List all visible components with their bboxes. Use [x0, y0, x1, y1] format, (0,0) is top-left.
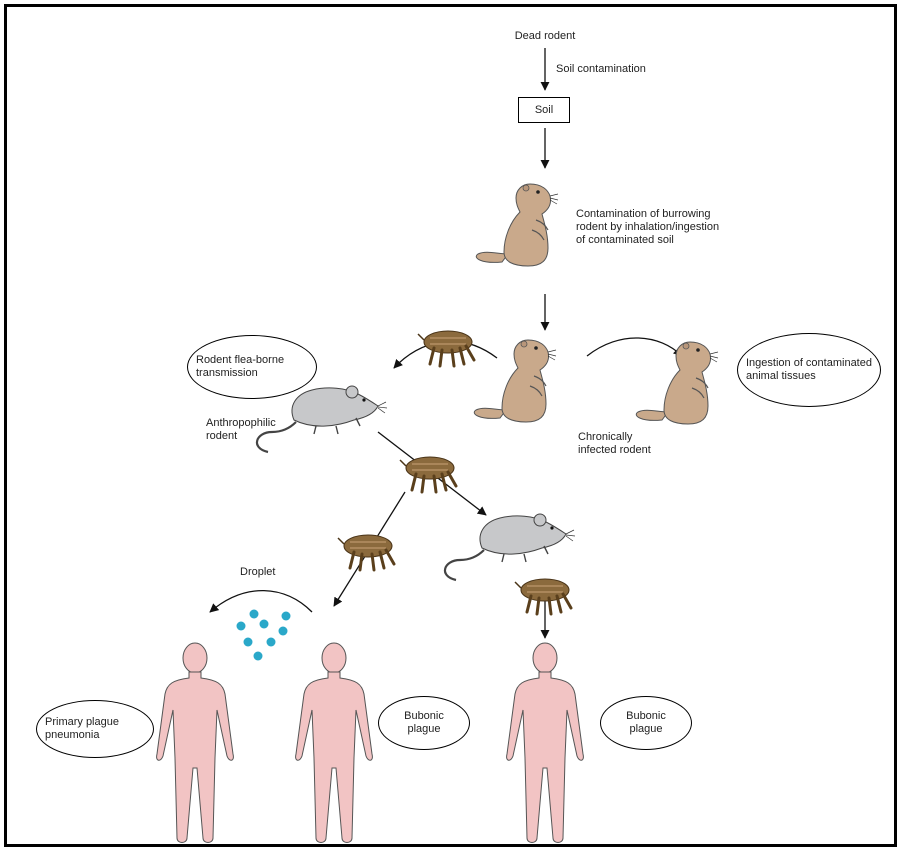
label-droplet: Droplet — [240, 566, 276, 578]
label-anthropophilic-rodent: Anthropophilic rodent — [206, 417, 276, 442]
label-rodent-flea-borne: Rodent flea-borne transmission — [196, 354, 285, 379]
label-primary-pneumonia: Primary plague pneumonia — [45, 716, 119, 741]
soil-box: Soil — [518, 97, 570, 123]
oval-bubonic-2: Bubonic plague — [600, 696, 692, 750]
flea-icon-4 — [513, 577, 573, 616]
arrow-to-ingestion — [586, 337, 683, 357]
droplet-icon — [253, 651, 263, 661]
ingesting-rodent-icon — [635, 341, 719, 425]
flea-icon-1 — [416, 329, 476, 368]
droplet-icon-group — [236, 609, 291, 661]
second-rat-icon — [443, 512, 577, 582]
human-icon-bubonic-1 — [295, 642, 373, 843]
oval-primary-pneumonia: Primary plague pneumonia — [36, 700, 154, 758]
label-bubonic-1: Bubonic plague — [404, 710, 444, 735]
label-burrowing-contamination: Contamination of burrowing rodent by inh… — [576, 208, 720, 246]
human-icon-bubonic-2 — [506, 642, 584, 843]
droplet-icon — [266, 637, 276, 647]
droplet-icon — [249, 609, 259, 619]
figure-frame — [4, 4, 897, 847]
label-soil-contamination: Soil contamination — [556, 63, 646, 75]
label-bubonic-2: Bubonic plague — [626, 710, 666, 735]
label-chronically-infected: Chronically infected rodent — [578, 431, 651, 456]
flea-icon-2 — [398, 455, 458, 494]
flea-icon-3 — [336, 533, 396, 572]
droplet-icon — [236, 621, 246, 631]
droplet-icon — [243, 637, 253, 647]
oval-rodent-flea-borne: Rodent flea-borne transmission — [187, 335, 317, 399]
droplet-icon — [281, 611, 291, 621]
droplet-icon — [278, 626, 288, 636]
oval-bubonic-1: Bubonic plague — [378, 696, 470, 750]
label-dead-rodent: Dead rodent — [514, 30, 576, 42]
oval-ingestion-tissues: Ingestion of contaminated animal tissues — [737, 333, 881, 407]
droplet-icon — [259, 619, 269, 629]
burrowing-rodent-icon — [475, 183, 559, 267]
arrow-droplet — [209, 589, 313, 613]
human-icon-pneumonia — [156, 642, 234, 843]
chronic-rodent-icon — [473, 339, 557, 423]
label-ingestion-tissues: Ingestion of contaminated animal tissues — [746, 357, 872, 382]
